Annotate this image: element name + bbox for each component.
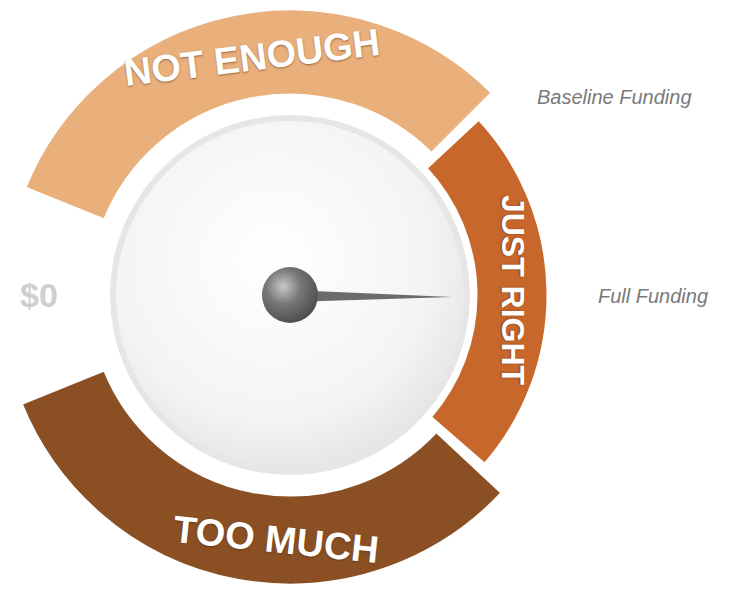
band-shape: [0, 3, 582, 587]
band-arc: [426, 119, 548, 464]
gauge-knob: [262, 267, 318, 323]
gauge-rim: [110, 115, 470, 475]
axis-label: Baseline Funding: [537, 86, 692, 109]
scale-value: $0: [20, 276, 58, 315]
band-arc: [21, 370, 502, 585]
band-label: JUST RIGHT: [494, 195, 531, 385]
gauge-face: [116, 121, 464, 469]
band-arc: [25, 9, 492, 220]
gauge-band: TOO MUCH: [0, 3, 582, 587]
axis-label: Full Funding: [598, 285, 708, 308]
